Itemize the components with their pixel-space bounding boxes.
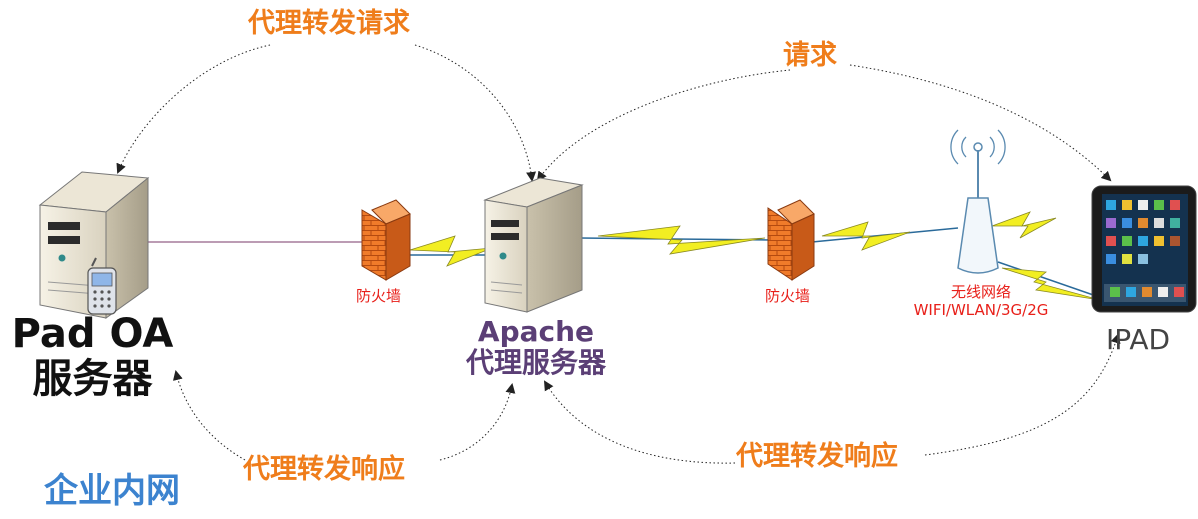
arrow-request-to-apache bbox=[536, 69, 791, 182]
wireless-router-icon bbox=[950, 129, 1006, 274]
wireless-line2: WIFI/WLAN/3G/2G bbox=[913, 301, 1049, 319]
label-intranet: 企业内网 bbox=[44, 471, 180, 511]
arrow-proxy-request-to-apache bbox=[414, 44, 537, 182]
label-proxy-forward-response-right: 代理转发响应 bbox=[736, 441, 898, 472]
arrow-response-from-apache bbox=[439, 383, 516, 461]
label-ipad: IPAD bbox=[1106, 323, 1171, 356]
label-firewall-left: 防火墙 bbox=[356, 287, 402, 305]
apache-line1: Apache bbox=[477, 315, 595, 348]
firewall-icon bbox=[361, 199, 411, 281]
link-lines bbox=[148, 227, 1103, 299]
lightning-icon bbox=[821, 221, 911, 251]
label-wireless-network: 无线网络 WIFI/WLAN/3G/2G bbox=[906, 283, 1056, 319]
arrow-response-to-oa bbox=[172, 370, 246, 461]
tablet-icon bbox=[1091, 185, 1197, 313]
lightning-icon bbox=[597, 225, 766, 255]
label-oa-server: Pad OA 服务器 bbox=[0, 312, 185, 402]
label-proxy-forward-response-left: 代理转发响应 bbox=[243, 454, 405, 485]
oa-server-line2: 服务器 bbox=[32, 355, 153, 402]
lightning-icon bbox=[991, 211, 1057, 239]
firewall-icon bbox=[767, 199, 815, 281]
apache-line2: 代理服务器 bbox=[465, 346, 606, 380]
arrow-proxy-request-to-oa bbox=[116, 44, 271, 174]
wireless-line1: 无线网络 bbox=[950, 283, 1011, 301]
label-request: 请求 bbox=[783, 40, 837, 71]
mobile-phone-icon bbox=[87, 257, 117, 315]
oa-server-line1: Pad OA bbox=[11, 311, 174, 357]
arrow-request-to-ipad bbox=[849, 64, 1112, 182]
arrow-response-to-apache bbox=[543, 380, 736, 464]
label-apache-server: Apache 代理服务器 bbox=[436, 316, 636, 379]
label-proxy-forward-request: 代理转发请求 bbox=[248, 8, 410, 39]
apache-server-icon bbox=[483, 177, 584, 313]
label-firewall-right: 防火墙 bbox=[765, 287, 811, 305]
flow-arrows bbox=[116, 44, 1121, 464]
app-icon-grid bbox=[1104, 200, 1186, 302]
lightning-icon bbox=[409, 235, 493, 267]
arrow-response-from-ipad bbox=[924, 333, 1121, 456]
